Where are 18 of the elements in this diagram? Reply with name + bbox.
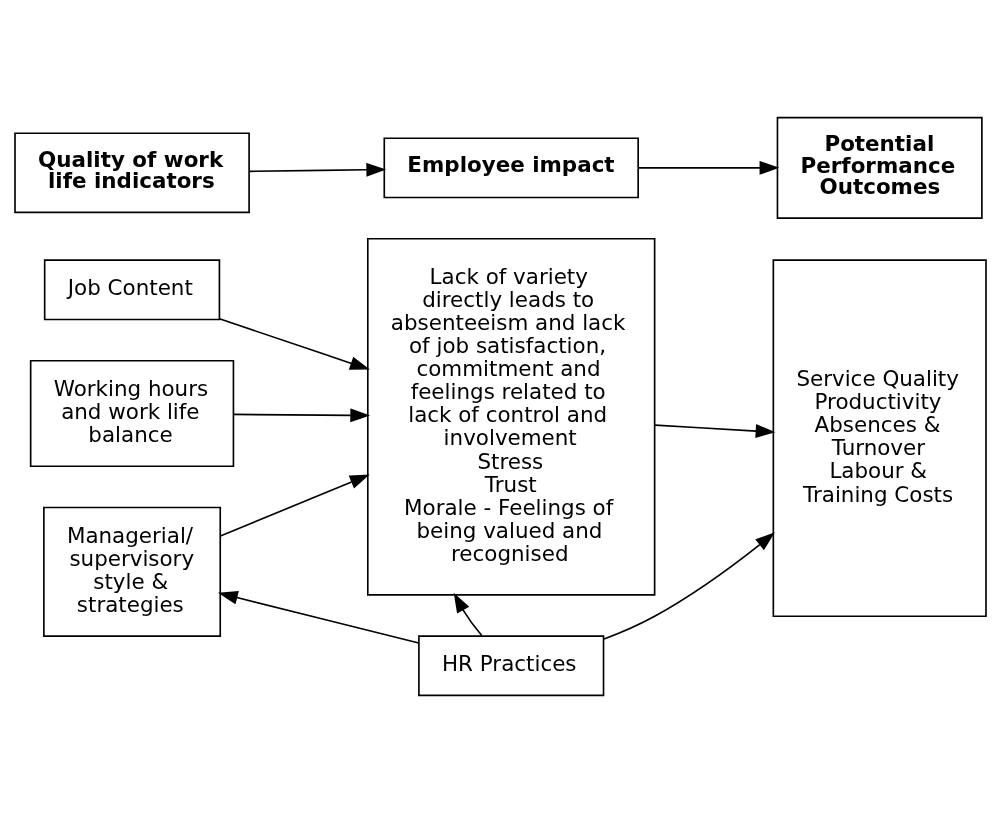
node-box: Job Content (43, 259, 221, 321)
arrow (654, 424, 776, 438)
arrow (219, 474, 370, 537)
arrow (232, 408, 371, 423)
arrow (453, 592, 483, 637)
arrow (603, 532, 775, 640)
node-box: Potential Performance Outcomes (776, 116, 983, 219)
arrow (248, 162, 387, 177)
arrow (217, 590, 420, 644)
node-box: Quality of work life indicators (14, 132, 250, 214)
node-box: Working hours and work life balance (29, 359, 235, 468)
arrow (637, 160, 780, 175)
arrow (218, 318, 370, 370)
node-box: Lack of variety directly leads to absenteeism and lack of job satisfaction, commitment and feelings related to lack of control and involvement Stress Trust Morale - Feelings of being valued and recognised (366, 237, 656, 596)
node-box: Managerial/ supervisory style & strategies (43, 506, 222, 637)
node-box: HR Practices (418, 635, 605, 697)
node-box: Employee impact (383, 137, 639, 199)
node-box: Service Quality Productivity Absences & Turnover Labour & Training Costs (772, 259, 987, 618)
